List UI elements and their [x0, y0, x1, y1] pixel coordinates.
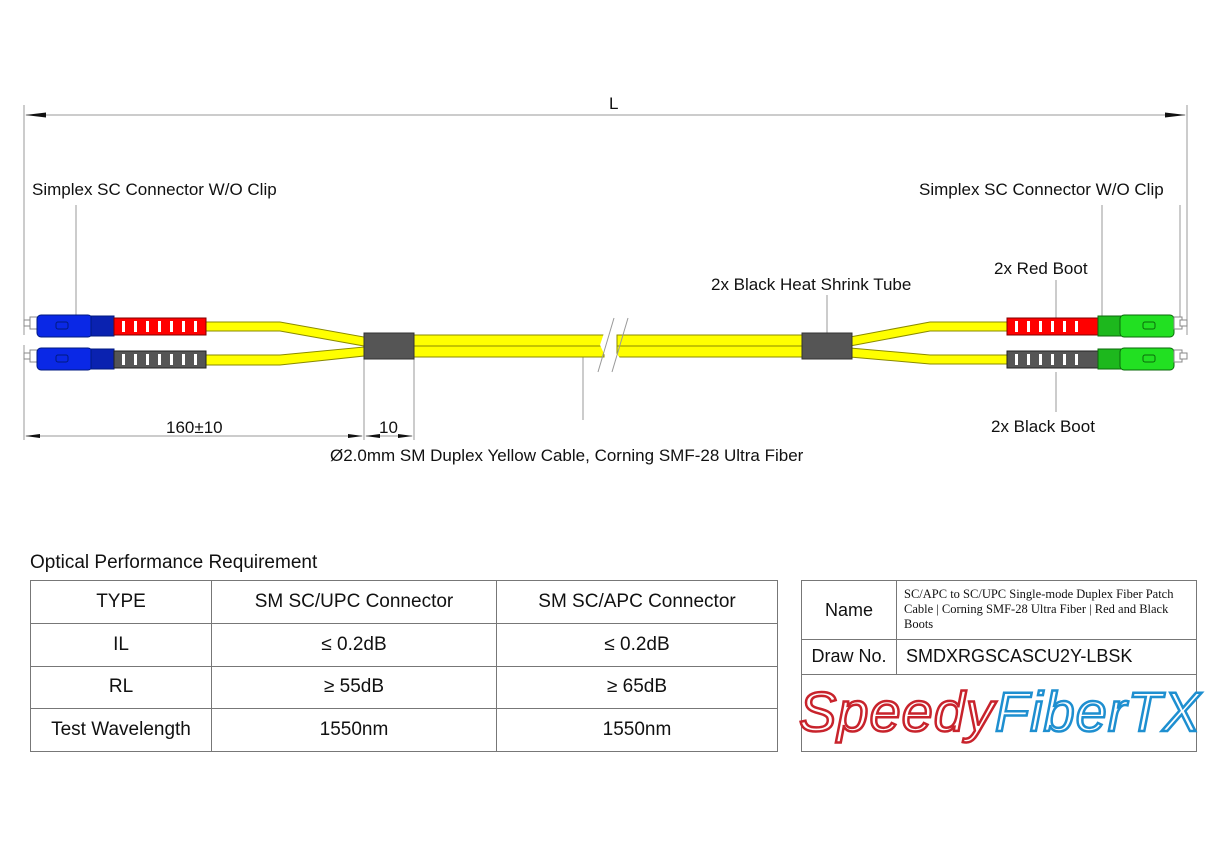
table-header-row: TYPE SM SC/UPC Connector SM SC/APC Conne… [30, 580, 778, 624]
table-row: IL ≤ 0.2dB ≤ 0.2dB [30, 622, 778, 667]
header-cell: SM SC/UPC Connector [211, 580, 497, 624]
cell-value: ≤ 0.2dB [211, 622, 497, 667]
dim-arrow-icon [348, 434, 363, 438]
row-label: RL [30, 665, 212, 710]
logo-part-fibertx: FiberTX [994, 678, 1202, 744]
overall-length-dimension [23, 105, 1188, 335]
performance-table: TYPE SM SC/UPC Connector SM SC/APC Conne… [30, 580, 778, 752]
cell-value: ≥ 65dB [496, 665, 778, 710]
heat-shrink-tube-right [801, 332, 853, 360]
right-connector-label: Simplex SC Connector W/O Clip [919, 180, 1164, 199]
left-connector-label: Simplex SC Connector W/O Clip [32, 180, 277, 199]
header-cell: TYPE [30, 580, 212, 624]
name-value: SC/APC to SC/UPC Single-mode Duplex Fibe… [904, 587, 1174, 631]
table-row: RL ≥ 55dB ≥ 65dB [30, 665, 778, 710]
title-block: Name SC/APC to SC/UPC Single-mode Duplex… [798, 580, 1202, 752]
arrow-left-icon [25, 112, 46, 118]
heat-shrink-label: 2x Black Heat Shrink Tube [711, 275, 912, 294]
red-boot-label: 2x Red Boot [994, 259, 1088, 278]
cable-spec-label: Ø2.0mm SM Duplex Yellow Cable, Corning S… [330, 446, 804, 465]
cell-value: ≤ 0.2dB [496, 622, 778, 667]
cell-value: ≥ 55dB [211, 665, 497, 710]
right-apc-connector-bottom [1006, 347, 1188, 371]
row-label: Test Wavelength [30, 708, 212, 752]
breakout-length-dimension: 160±10 [166, 418, 223, 437]
cell-value: 1550nm [496, 708, 778, 752]
dim-arrow-icon [398, 434, 413, 438]
name-label: Name [802, 581, 897, 639]
cable-drawing [23, 105, 1188, 440]
tube-length-dimension: 10 [379, 418, 398, 437]
arrow-right-icon [1165, 112, 1186, 118]
dim-arrow-icon [25, 434, 40, 438]
right-apc-connector-top [1006, 314, 1188, 338]
draw-no-value: SMDXRGSCASCU2Y-LBSK [906, 646, 1133, 666]
cable-break-icon [597, 317, 629, 373]
yellow-cable [204, 321, 1009, 366]
draw-no-row: Draw No. SMDXRGSCASCU2Y-LBSK [802, 639, 1196, 675]
logo-part-speedy: Speedy [798, 678, 995, 744]
heat-shrink-tube-left [363, 332, 415, 360]
row-label: IL [30, 622, 212, 667]
header-cell: SM SC/APC Connector [496, 580, 778, 624]
overall-length-label: L [609, 94, 619, 113]
table-row: Test Wavelength 1550nm 1550nm [30, 708, 778, 752]
performance-title: Optical Performance Requirement [30, 552, 318, 573]
dim-arrow-icon [365, 434, 380, 438]
cell-value: 1550nm [211, 708, 497, 752]
draw-no-label: Draw No. [802, 639, 897, 674]
name-row: Name SC/APC to SC/UPC Single-mode Duplex… [802, 581, 1196, 640]
left-upc-connector-bottom [23, 347, 207, 371]
left-upc-connector-top [23, 314, 207, 338]
leader-lines [23, 205, 1181, 440]
black-boot-label: 2x Black Boot [991, 417, 1095, 436]
